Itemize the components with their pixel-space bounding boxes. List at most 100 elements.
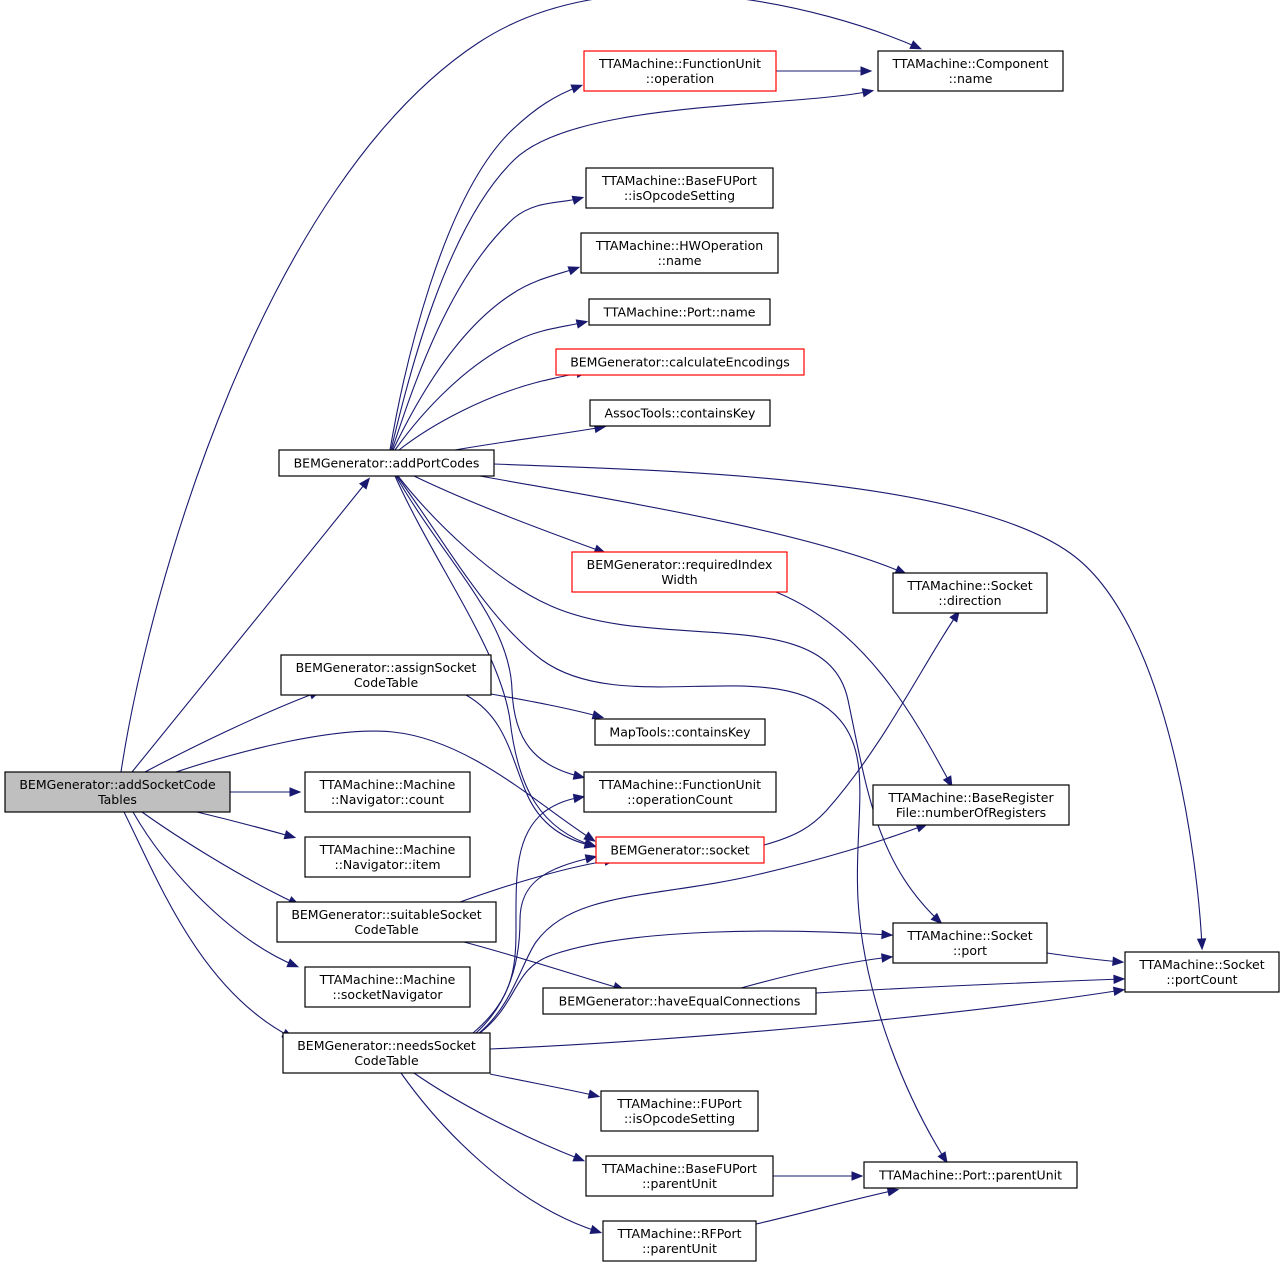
edge-line: [390, 90, 872, 451]
edge-root-to-componentName: [120, 0, 923, 773]
node-label-line: Width: [661, 572, 697, 587]
node-label-line: TTAMachine::HWOperation: [595, 238, 763, 253]
edge-line: [400, 1072, 600, 1233]
edge-line: [1046, 952, 1122, 963]
node-box: [580, 232, 779, 274]
node-box: [571, 551, 788, 593]
edge-haveEqualConnections-to-socketPort: [740, 953, 894, 989]
node-box: [282, 1032, 491, 1074]
node-navCount[interactable]: TTAMachine::Machine::Navigator::count: [304, 771, 471, 813]
node-label-line: TTAMachine::RFPort: [616, 1226, 741, 1241]
edge-addPortCodes-to-assocContainsKey: [454, 423, 607, 451]
arrowhead: [909, 40, 923, 50]
node-navItem[interactable]: TTAMachine::Machine::Navigator::item: [304, 836, 471, 878]
node-label-line: TTAMachine::Socket: [906, 928, 1032, 943]
node-box: [304, 771, 471, 813]
arrowhead: [860, 66, 873, 76]
node-label-line: ::Navigator::count: [331, 792, 444, 807]
edge-needsSocketCodeTable-to-rfPortParentUnit: [400, 1072, 603, 1234]
node-calculateEncodings[interactable]: BEMGenerator::calculateEncodings: [555, 348, 805, 376]
node-label-line: ::portCount: [1166, 972, 1237, 987]
edge-root-to-addPortCodes: [131, 477, 371, 773]
node-baseFUPortIsOpcodeSetting[interactable]: TTAMachine::BaseFUPort::isOpcodeSetting: [585, 167, 774, 209]
arrowhead: [572, 1152, 586, 1162]
node-fuOperationCount[interactable]: TTAMachine::FunctionUnit::operationCount: [583, 771, 777, 813]
node-box: [276, 901, 497, 943]
edge-addPortCodes-to-fuOperation: [389, 84, 584, 451]
arrowhead: [1112, 986, 1126, 997]
arrowhead: [930, 912, 943, 925]
node-box: [892, 572, 1048, 614]
node-box: [278, 449, 495, 477]
arrowhead: [289, 787, 302, 797]
node-socketPort[interactable]: TTAMachine::Socket::port: [892, 922, 1048, 964]
node-box: [555, 348, 805, 376]
node-box: [892, 922, 1048, 964]
arrowhead: [1196, 938, 1207, 951]
arrowhead: [937, 1151, 948, 1164]
node-haveEqualConnections[interactable]: BEMGenerator::haveEqualConnections: [542, 987, 817, 1015]
node-box: [872, 784, 1070, 826]
edge-line: [396, 475, 947, 1162]
edge-root-to-bemSocket: [175, 730, 596, 842]
node-rfPortParentUnit[interactable]: TTAMachine::RFPort::parentUnit: [602, 1220, 757, 1262]
edge-addPortCodes-to-fuOperationCount: [395, 475, 586, 780]
edge-needsSocketCodeTable-to-socketPort: [479, 929, 894, 1034]
edge-root-to-suitableSocketCodeTable: [141, 811, 301, 906]
node-label-line: ::isOpcodeSetting: [624, 188, 735, 203]
node-label-line: ::Navigator::item: [334, 857, 440, 872]
node-socketNavigator[interactable]: TTAMachine::Machine::socketNavigator: [304, 966, 471, 1008]
node-portParentUnit[interactable]: TTAMachine::Port::parentUnit: [863, 1161, 1078, 1189]
node-label-line: TTAMachine::Socket: [906, 578, 1032, 593]
node-box: [588, 298, 771, 326]
node-socketPortCount[interactable]: TTAMachine::Socket::portCount: [1124, 951, 1280, 993]
edge-root-to-navCount: [230, 787, 302, 797]
node-socketDirection[interactable]: TTAMachine::Socket::direction: [892, 572, 1048, 614]
node-box: [583, 50, 777, 92]
arrowhead: [880, 953, 894, 963]
edge-line: [141, 811, 298, 905]
node-fuOperation[interactable]: TTAMachine::FunctionUnit::operation: [583, 50, 777, 92]
edge-assignSocketCodeTable-to-bemSocket: [465, 694, 597, 849]
edge-suitableSocketCodeTable-to-haveEqualConnections: [463, 941, 626, 992]
edge-line: [493, 463, 1203, 948]
edge-line: [131, 479, 369, 773]
edge-line: [490, 693, 602, 718]
node-label-line: ::name: [658, 253, 702, 268]
arrowhead: [283, 830, 297, 840]
edge-needsSocketCodeTable-to-bemSocket: [475, 854, 598, 1034]
arrowhead: [584, 854, 598, 864]
node-hwOperationName[interactable]: TTAMachine::HWOperation::name: [580, 232, 779, 274]
arrowhead: [571, 195, 585, 205]
edge-line: [123, 811, 292, 1038]
node-componentName[interactable]: TTAMachine::Component::name: [877, 50, 1064, 92]
node-label-line: TTAMachine::FunctionUnit: [598, 777, 761, 792]
edge-needsSocketCodeTable-to-socketPortCount: [489, 986, 1126, 1050]
node-numberOfRegisters[interactable]: TTAMachine::BaseRegisterFile::numberOfRe…: [872, 784, 1070, 826]
node-addPortCodes[interactable]: BEMGenerator::addPortCodes: [278, 449, 495, 477]
node-mapContainsKey[interactable]: MapTools::containsKey: [594, 718, 766, 746]
node-bemSocket[interactable]: BEMGenerator::socket: [595, 836, 765, 864]
node-fuPortIsOpcodeSetting[interactable]: TTAMachine::FUPort::isOpcodeSetting: [600, 1090, 759, 1132]
edge-line: [144, 691, 319, 773]
edge-line: [755, 1189, 897, 1225]
node-baseFUPortParentUnit[interactable]: TTAMachine::BaseFUPort::parentUnit: [585, 1155, 774, 1197]
node-label-line: TTAMachine::Machine: [319, 842, 456, 857]
node-box: [4, 771, 231, 813]
node-label-line: File::numberOfRegisters: [896, 805, 1046, 820]
node-label-line: ::parentUnit: [642, 1176, 717, 1191]
edge-assignSocketCodeTable-to-mapContainsKey: [490, 693, 605, 720]
edge-socketPort-to-socketPortCount: [1046, 952, 1125, 966]
node-label-line: BEMGenerator::socket: [610, 843, 749, 858]
node-assocContainsKey[interactable]: AssocTools::containsKey: [589, 399, 771, 427]
edge-line: [489, 989, 1123, 1050]
node-label-line: TTAMachine::Socket: [1138, 957, 1264, 972]
node-box: [583, 771, 777, 813]
node-portName[interactable]: TTAMachine::Port::name: [588, 298, 771, 326]
